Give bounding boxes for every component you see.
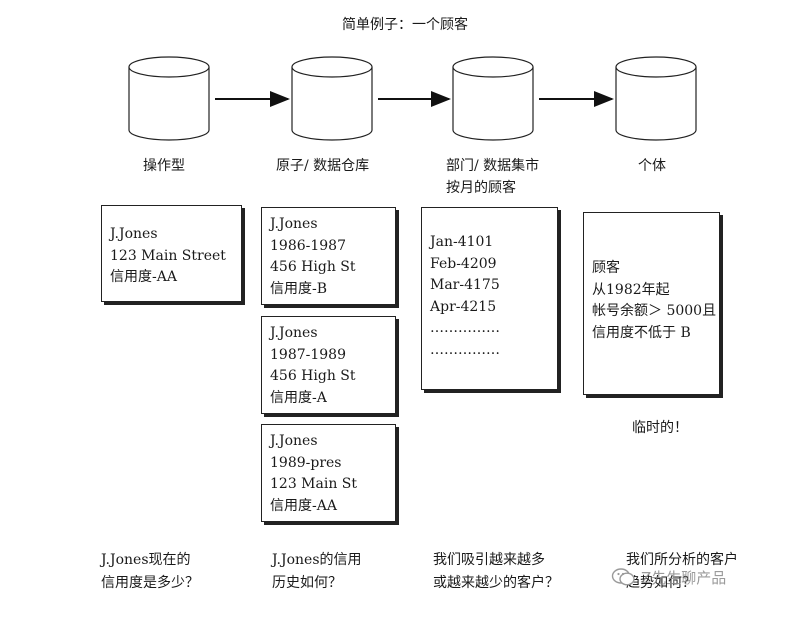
card-line: 帐号余额＞ 5000且 — [592, 303, 717, 319]
diagram-title: 简单例子：一个顾客 — [342, 17, 468, 33]
card-line: Jan-4101 — [430, 234, 494, 250]
question-individual: 我们所分析的客户 趋势如何？ — [626, 549, 738, 595]
card-line: J.Jones — [110, 226, 158, 242]
stage-label-operational: 操作型 — [143, 158, 185, 174]
question-operational: J.Jones现在的 信用度是多少？ — [101, 549, 199, 595]
atomic-record-card: J.Jones 1986-1987 456 High St 信用度-B — [261, 207, 396, 305]
operational-record-card: J.Jones 123 Main Street 信用度-AA — [101, 205, 242, 302]
database-cylinder-operational — [128, 56, 210, 141]
question-line: J.Jones现在的 — [101, 552, 191, 568]
question-atomic: J.Jones的信用 历史如何？ — [272, 549, 362, 595]
card-line: Feb-4209 — [430, 255, 497, 272]
atomic-record-card: J.Jones 1987-1989 456 High St 信用度-A — [261, 316, 396, 414]
stage-label-atomic: 原子/ 数据仓库 — [276, 158, 370, 174]
card-line: …………… — [430, 320, 500, 336]
card-line: 1986-1987 — [270, 237, 346, 254]
card-line: 123 Main St — [270, 476, 358, 492]
card-line: 1989-pres — [270, 454, 342, 471]
wechat-logo-icon — [611, 568, 635, 586]
card-line: 信用度-AA — [270, 497, 337, 514]
database-cylinder-individual — [615, 56, 697, 141]
card-line: 1987-1989 — [270, 346, 346, 363]
watermark-text: Z先生聊产品 — [641, 569, 727, 587]
database-cylinder-atomic — [291, 56, 373, 141]
card-line: 信用度不低于 B — [592, 324, 691, 341]
question-line: 信用度是多少？ — [101, 575, 199, 591]
question-line: J.Jones的信用 — [272, 552, 362, 568]
card-line: 顾客 — [592, 260, 620, 276]
temporary-note: 临时的！ — [632, 420, 688, 436]
question-line: 我们所分析的客户 — [626, 552, 738, 568]
department-monthly-card: Jan-4101 Feb-4209 Mar-4175 Apr-4215 …………… — [421, 207, 558, 390]
card-line: 从1982年起 — [592, 281, 670, 298]
question-line: 或越来越少的客户？ — [433, 575, 559, 591]
question-line: 我们吸引越来越多 — [433, 552, 545, 568]
stage-label-department: 部门/ 数据集市 — [446, 158, 540, 174]
atomic-record-card: J.Jones 1989-pres 123 Main St 信用度-AA — [261, 424, 396, 522]
individual-analysis-card: 顾客 从1982年起 帐号余额＞ 5000且 信用度不低于 B — [583, 212, 720, 395]
card-line: Mar-4175 — [430, 277, 500, 293]
stage-label-department-sub: 按月的顾客 — [446, 180, 516, 196]
card-line: 信用度-AA — [110, 269, 177, 285]
card-line: J.Jones — [270, 433, 318, 449]
card-line: …………… — [430, 341, 500, 358]
card-line: J.Jones — [270, 216, 318, 232]
question-line: 历史如何？ — [272, 575, 342, 591]
card-line: 456 High St — [270, 368, 356, 384]
question-department: 我们吸引越来越多 或越来越少的客户？ — [433, 549, 559, 595]
card-line: Apr-4215 — [430, 298, 497, 315]
question-line: 趋势如何？ — [626, 575, 696, 591]
pipeline-graphic — [128, 56, 697, 141]
card-line: 456 High St — [270, 259, 356, 275]
stage-label-individual: 个体 — [638, 158, 666, 174]
card-line: J.Jones — [270, 325, 318, 341]
database-cylinder-department — [452, 56, 534, 141]
card-line: 123 Main Street — [110, 247, 226, 264]
card-line: 信用度-A — [270, 389, 327, 406]
card-line: 信用度-B — [270, 280, 328, 297]
